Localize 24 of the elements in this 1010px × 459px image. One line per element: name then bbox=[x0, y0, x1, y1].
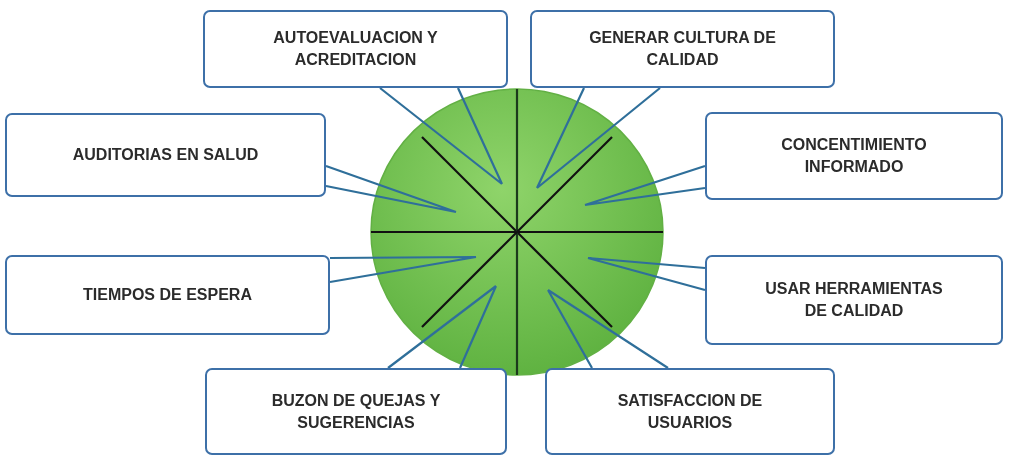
callout-box bbox=[705, 255, 1003, 345]
callout-pointer bbox=[328, 255, 478, 284]
callout-box bbox=[205, 368, 507, 455]
callout-box bbox=[705, 112, 1003, 200]
callout-box bbox=[203, 10, 508, 88]
callout-text: USAR HERRAMIENTAS DE CALIDAD bbox=[764, 279, 944, 321]
callout-text: AUTOEVALUACION Y ACREDITACION bbox=[272, 28, 439, 70]
callout-pointer bbox=[535, 86, 662, 190]
callout-box bbox=[5, 113, 326, 197]
callout-text: GENERAR CULTURA DE CALIDAD bbox=[588, 28, 777, 70]
callout-box bbox=[545, 368, 835, 455]
callout-pointer bbox=[583, 164, 707, 207]
callout-text: CONCENTIMIENTO INFORMADO bbox=[780, 135, 928, 177]
callout-pointer bbox=[324, 164, 458, 214]
callout-pointer bbox=[546, 288, 670, 370]
callout-text: AUDITORIAS EN SALUD bbox=[72, 145, 259, 166]
callout-pointer bbox=[378, 86, 504, 186]
callout-box bbox=[5, 255, 330, 335]
callout-text: SATISFACCION DE USUARIOS bbox=[616, 390, 764, 433]
callout-pointer bbox=[586, 256, 707, 292]
callout-box bbox=[530, 10, 835, 88]
callout-text: TIEMPOS DE ESPERA bbox=[83, 285, 252, 306]
callout-pointer bbox=[386, 284, 498, 370]
callout-text: BUZON DE QUEJAS Y SUGERENCIAS bbox=[270, 390, 442, 433]
